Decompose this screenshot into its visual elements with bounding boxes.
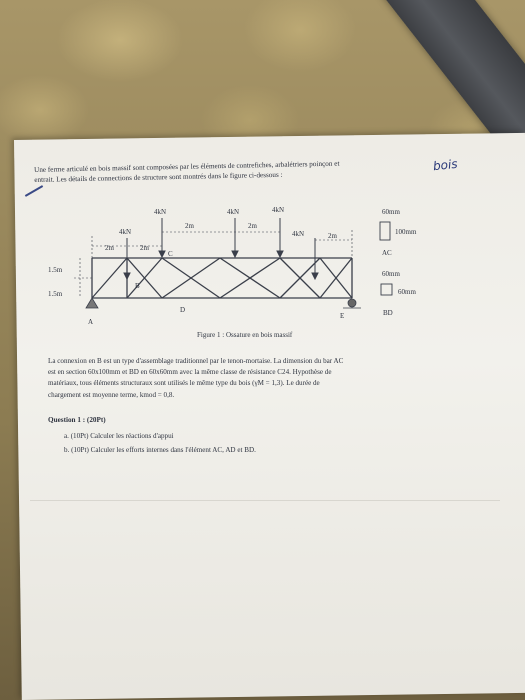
load-arrows (123, 218, 319, 281)
diagonal-8 (279, 257, 321, 299)
question-title: Question 1 : (20Pt) (48, 416, 106, 424)
paragraph-line-1: La connexion en B est un type d'assembla… (48, 357, 344, 365)
load-label-4: 4kN (119, 228, 131, 236)
diagonal-2 (126, 257, 163, 299)
section-bd-height: 60mm (398, 288, 416, 296)
pin-support-a (85, 297, 99, 309)
roller-support-e (347, 298, 357, 308)
load-label-3: 4kN (272, 206, 284, 214)
figure-caption: Figure 1 : Ossature en bois massif (197, 331, 293, 339)
span-right: 2m (328, 232, 338, 240)
diagonal-4 (161, 257, 221, 299)
node-label-a: A (88, 318, 93, 326)
diagonal-6 (219, 257, 281, 299)
node-label-d: D (180, 306, 185, 314)
node-label-c: C (168, 250, 173, 258)
arrowhead-1 (158, 250, 166, 259)
load-label-1: 4kN (154, 208, 166, 216)
arrowhead-5 (311, 272, 319, 281)
question-item-b: b. (10Pt) Calculer les efforts internes … (64, 446, 256, 454)
section-ac: 60mm 100mm AC (379, 208, 417, 257)
section-ac-rect (379, 221, 391, 241)
diagonal-ab (91, 257, 128, 299)
paragraph-line-4: chargement est moyenne terme, kmod = 0,8… (48, 390, 175, 399)
height-label-1: 1.5m (48, 266, 63, 274)
truss-members (91, 257, 353, 299)
section-ac-label: AC (382, 249, 392, 257)
span-left-1: 2m (105, 244, 115, 252)
node-label-e: E (340, 312, 344, 320)
section-ac-width: 60mm (382, 208, 400, 216)
diagonal-10 (319, 257, 353, 299)
section-bd: 60mm 60mm BD (380, 270, 416, 317)
arrowhead-3 (276, 250, 284, 259)
arrowhead-4 (123, 272, 131, 281)
section-ac-height: 100mm (395, 228, 417, 236)
dimension-lines (74, 230, 353, 310)
span-top-1: 2m (185, 222, 195, 230)
figure-labels: 4kN 4kN 4kN 4kN 4kN 2m 2m 2m 2m 2m 1.5m … (48, 206, 344, 326)
load-label-2: 4kN (227, 208, 239, 216)
question-item-a: a. (10Pt) Calculer les réactions d'appui (64, 432, 174, 440)
section-bd-rect (380, 283, 393, 296)
section-bd-label: BD (383, 309, 393, 317)
arrowhead-2 (231, 250, 239, 259)
paragraph-line-3: matériaux, tous éléments structuraux son… (48, 379, 320, 388)
section-bd-width: 60mm (382, 270, 400, 278)
truss-figure: 4kN 4kN 4kN 4kN 4kN 2m 2m 2m 2m 2m 1.5m … (48, 206, 417, 326)
span-top-2: 2m (248, 222, 258, 230)
load-label-5: 4kN (292, 230, 304, 238)
description-paragraph: La connexion en B est un type d'assembla… (48, 356, 436, 401)
height-label-2: 1.5m (48, 290, 63, 298)
node-label-b: B (135, 282, 140, 290)
paragraph-line-2: est en section 60x100mm et BD en 60x60mm… (48, 368, 332, 377)
span-left-2: 2m (140, 244, 150, 252)
paper-fold-line (30, 500, 500, 501)
